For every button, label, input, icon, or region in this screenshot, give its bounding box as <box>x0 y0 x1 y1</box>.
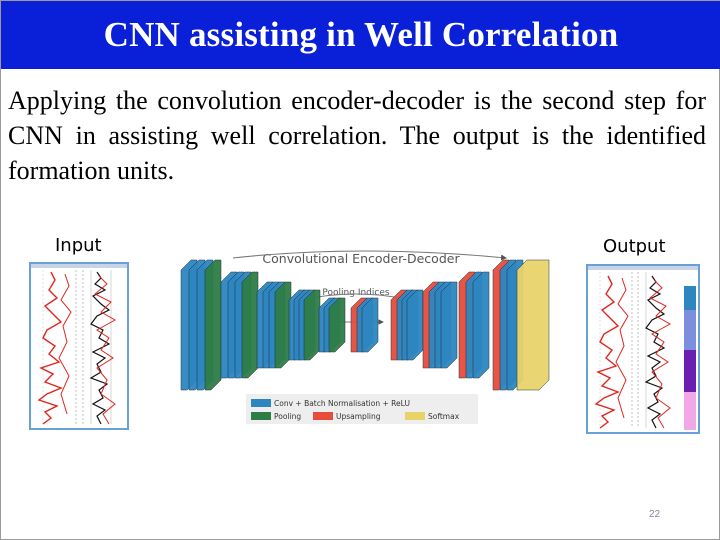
diagram-title: Convolutional Encoder-Decoder <box>262 251 460 266</box>
input-well-log <box>29 262 129 430</box>
skip-arrow-outer <box>232 250 507 261</box>
input-well-log-plot <box>31 264 127 425</box>
layer-block-pool <box>303 289 321 361</box>
output-label: Output <box>603 236 666 257</box>
layer-block-conv <box>361 297 379 353</box>
legend-upsampling: Upsampling <box>336 412 381 421</box>
legend-pooling: Pooling <box>274 412 301 421</box>
layer-block-pool <box>204 259 222 391</box>
layer-block-soft <box>516 259 550 391</box>
formation-unit-3 <box>684 350 696 392</box>
pooling-indices-label: Pooling Indices <box>322 288 389 298</box>
formation-unit-4 <box>684 392 696 430</box>
layer-block-pool <box>328 297 346 353</box>
formation-unit-1 <box>684 286 696 310</box>
legend-swatch-softmax <box>405 412 425 420</box>
input-label: Input <box>55 235 102 256</box>
layer-block-conv <box>440 281 458 369</box>
title-bar: CNN assisting in Well Correlation <box>1 1 720 69</box>
slide-title: CNN assisting in Well Correlation <box>103 15 619 54</box>
layer-block-pool <box>274 281 292 369</box>
layer-blocks <box>180 259 550 391</box>
layer-block-pool <box>241 271 259 379</box>
legend-swatch-pooling <box>251 412 271 420</box>
body-paragraph: Applying the convolution encoder-decoder… <box>8 86 706 185</box>
page-number: 22 <box>649 509 661 520</box>
output-well-log-plot <box>588 266 698 430</box>
output-well-log <box>586 264 700 434</box>
legend-swatch-conv <box>251 399 271 407</box>
layer-block-conv <box>472 271 490 379</box>
legend-box <box>246 394 478 424</box>
layer-block-conv <box>406 289 424 361</box>
legend-conv: Conv + Batch Normalisation + ReLU <box>274 399 410 408</box>
legend-softmax: Softmax <box>428 412 460 421</box>
formation-unit-2 <box>684 310 696 350</box>
legend-swatch-upsampling <box>313 412 333 420</box>
encoder-decoder-diagram: Convolutional Encoder-Decoder Pooling In… <box>180 250 550 424</box>
